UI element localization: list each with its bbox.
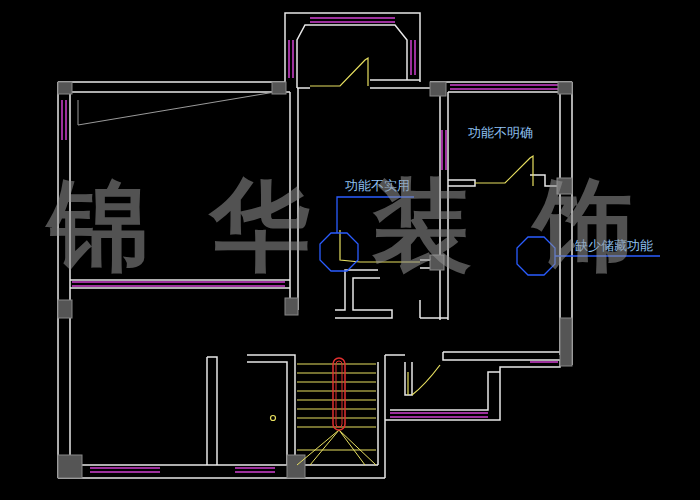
annotation-note: 功能不明确 (468, 125, 533, 140)
watermark: 锦华装饰 (48, 170, 696, 280)
columns (58, 82, 572, 478)
handrail (333, 358, 345, 430)
handrail (336, 361, 342, 427)
